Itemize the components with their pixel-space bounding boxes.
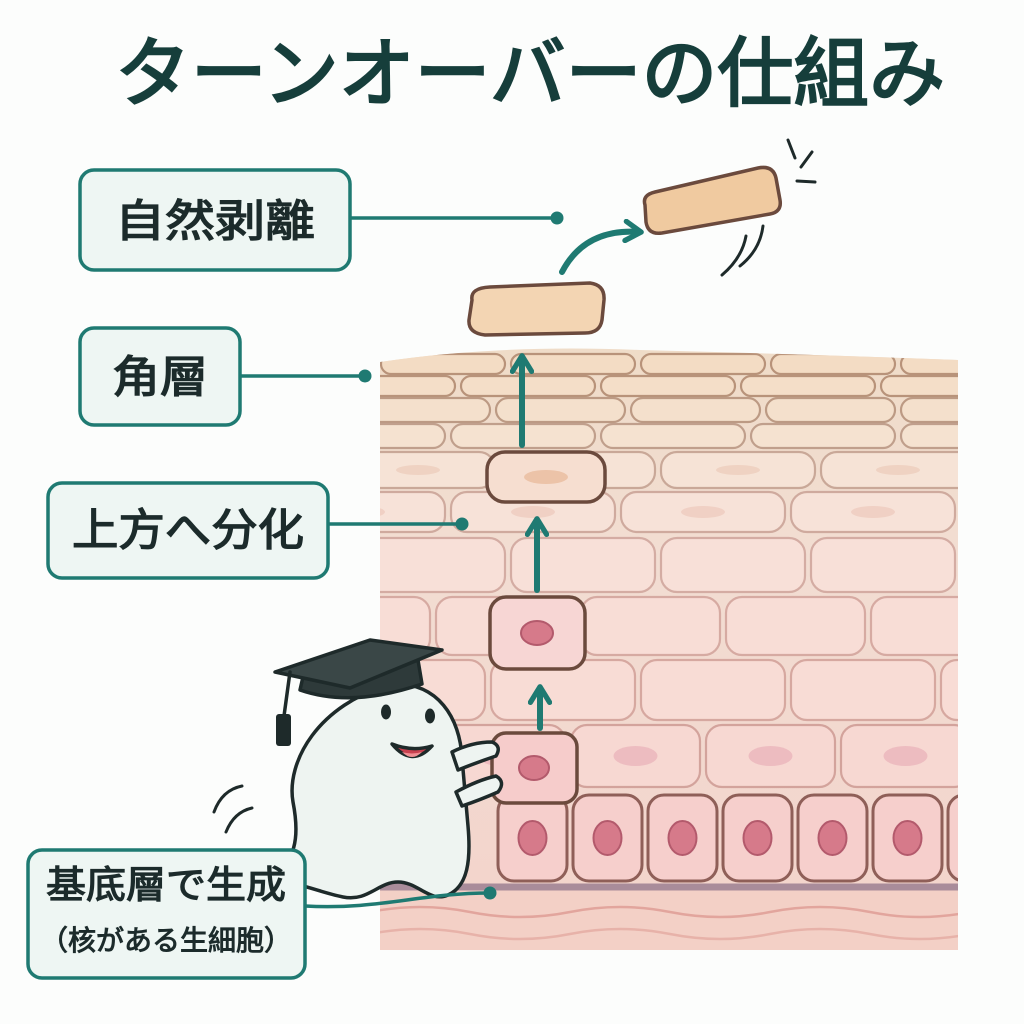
connector-dot xyxy=(550,211,564,225)
spinous-cell-highlight xyxy=(488,595,587,671)
cell-nucleus xyxy=(851,506,895,518)
skin-cell-basal xyxy=(946,793,958,883)
label-text: 自然剥離 xyxy=(115,196,315,247)
skin-cell-spinous xyxy=(380,536,507,594)
cell-nucleus xyxy=(517,820,548,856)
graduation-cap-icon xyxy=(273,638,444,746)
dermis xyxy=(380,883,958,950)
motion-lines-icon xyxy=(720,138,817,277)
skin-cell-corneum xyxy=(764,396,897,424)
page-title: ターンオーバーの仕組み xyxy=(115,29,945,118)
dermis-fill xyxy=(380,888,958,950)
skin-cell-corneum xyxy=(769,352,897,376)
cell-nucleus xyxy=(748,746,793,766)
skin-cell-spinous xyxy=(809,536,957,594)
skin-cell-corneum xyxy=(879,374,958,398)
ghost-arm xyxy=(454,774,504,808)
cell-nucleus xyxy=(396,465,440,475)
skin-cell-spinous xyxy=(579,595,722,657)
label-desquamation: 自然剥離 xyxy=(78,168,564,272)
cell-nucleus xyxy=(716,465,760,475)
ghost-arm xyxy=(450,740,500,772)
cell-nucleus xyxy=(667,820,698,856)
tassel xyxy=(276,714,291,746)
cell-nucleus xyxy=(742,820,773,856)
label-text: 角層 xyxy=(112,352,208,403)
ghost-eye xyxy=(381,704,391,720)
skin-cell-corneum xyxy=(749,422,897,450)
label-note: （核がある生細胞） xyxy=(40,924,292,957)
label-text: 基底層で生成 xyxy=(46,863,286,907)
skin-cell-corneum xyxy=(629,396,762,424)
skin-cell-spinous xyxy=(724,595,867,657)
cell-nucleus xyxy=(511,506,555,518)
skin-cell-corneum xyxy=(494,396,627,424)
skin-cell-corneum xyxy=(899,396,958,424)
skin-cell-spinous xyxy=(961,538,1024,592)
label-box xyxy=(78,326,242,427)
connector-dot xyxy=(455,517,469,531)
skin-cell-corneum xyxy=(380,352,507,376)
ghost-eye xyxy=(425,708,435,724)
ghost-tongue xyxy=(402,752,422,757)
shedding-flake xyxy=(642,165,783,236)
skin-cell-spinous xyxy=(789,658,937,722)
skin-cell-corneum xyxy=(509,352,637,376)
tassel-cord xyxy=(282,670,292,718)
label-box xyxy=(46,481,330,580)
cell-nucleus xyxy=(592,820,623,856)
skin-cell-corneum xyxy=(599,374,737,398)
label-box xyxy=(78,168,352,272)
skin-cell-spinous xyxy=(659,536,807,594)
ghost-mouth xyxy=(390,742,434,759)
cell-nucleus xyxy=(969,821,997,855)
label-box xyxy=(26,848,307,980)
connector-dot xyxy=(358,369,372,383)
connector-line xyxy=(304,891,491,909)
dermis-wave xyxy=(380,905,958,919)
label-text: 上方へ分化 xyxy=(72,505,304,556)
skin-cell-corneum xyxy=(380,422,447,450)
skin-cell-spinous xyxy=(869,595,958,657)
cell-nucleus xyxy=(817,820,848,856)
skin-cell-granular xyxy=(380,490,447,534)
ghost-mascot-icon xyxy=(212,638,504,900)
skin-cell-corneum xyxy=(639,352,767,376)
skin-cell-corneum xyxy=(459,374,597,398)
curved-arrow-icon xyxy=(559,232,640,275)
flow-arrows xyxy=(522,232,640,731)
cell-nucleus xyxy=(518,755,550,781)
motion-lines-icon xyxy=(212,784,254,834)
cell-nucleus xyxy=(613,746,658,766)
label-differentiation: 上方へ分化 xyxy=(46,481,469,580)
cell-nucleus xyxy=(520,620,554,646)
skin-cell-granular xyxy=(961,492,1024,532)
skin-cell-corneum xyxy=(739,374,877,398)
skin-cell-spinous xyxy=(380,595,432,657)
connector-dot xyxy=(483,886,497,900)
label-basal-layer: 基底層で生成 （核がある生細胞） xyxy=(26,848,497,980)
skin-cell-corneum xyxy=(599,422,747,450)
skin-cell-spinous xyxy=(639,658,787,722)
dermis-wave xyxy=(380,927,958,941)
skin-cell-corneum xyxy=(380,374,457,398)
skin-cell-spinous xyxy=(509,536,657,594)
fading-nucleus xyxy=(524,470,568,484)
skin-cell-corneum xyxy=(899,422,958,450)
cell-nucleus xyxy=(380,506,385,518)
cell-nucleus xyxy=(883,746,928,766)
skin-cell-spinous xyxy=(939,658,958,722)
skin-cell-corneum xyxy=(899,352,958,376)
cell-nucleus xyxy=(681,506,725,518)
new-cell-highlight xyxy=(490,731,579,805)
granular-cell-highlight xyxy=(485,450,607,504)
corneocyte-flake xyxy=(467,281,606,337)
cell-nucleus xyxy=(876,465,920,475)
migrating-cells xyxy=(467,165,783,805)
label-stratum-corneum: 角層 xyxy=(78,326,372,427)
skin-cell-corneum xyxy=(380,396,492,424)
cell-nucleus xyxy=(892,820,923,856)
